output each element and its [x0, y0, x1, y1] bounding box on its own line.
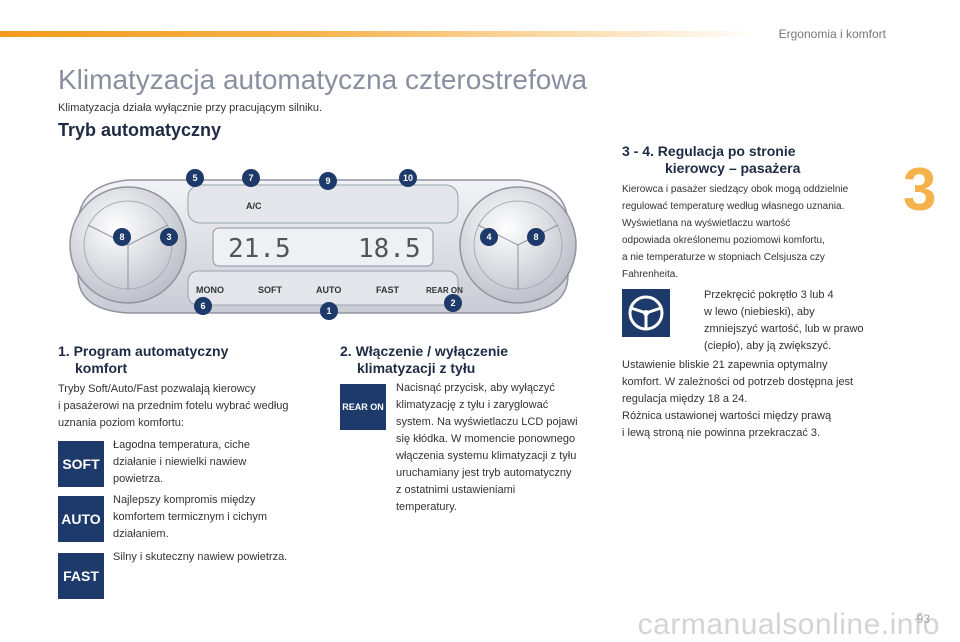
- svg-text:5: 5: [192, 173, 197, 183]
- svg-text:1: 1: [326, 306, 331, 316]
- auto-button-icon: AUTO: [58, 496, 104, 542]
- fast-button-icon: FAST: [58, 553, 104, 599]
- section-label: Ergonomia i komfort: [778, 27, 886, 41]
- panel-btn-ac: A/C: [246, 201, 262, 211]
- chapter-tab-number: 3: [903, 156, 937, 223]
- panel-btn-rear-on: REAR ON: [426, 286, 463, 295]
- page-number: 93: [916, 612, 930, 626]
- callout-9: [319, 172, 337, 190]
- section2-heading: 2. Włączenie / wyłączenie klimatyzacji z…: [340, 343, 509, 376]
- auto-description: Najlepszy kompromis między komfortem ter…: [113, 494, 268, 540]
- rear-on-button-icon: REAR ON: [340, 384, 386, 430]
- svg-text:4: 4: [486, 232, 491, 242]
- section1-text: Tryby Soft/Auto/Fast pozwalają kierowcy …: [58, 383, 289, 429]
- section34-note: Ustawienie bliskie 21 zapewnia optymalny…: [622, 359, 854, 439]
- callout-3: [160, 228, 178, 246]
- callout-4: [480, 228, 498, 246]
- panel-btn-fast: FAST: [376, 285, 400, 295]
- svg-text:8: 8: [533, 232, 538, 242]
- panel-btn-soft: SOFT: [258, 285, 283, 295]
- top-buttons-row: [187, 184, 459, 224]
- callout-5: [186, 169, 204, 187]
- soft-button-icon: SOFT: [58, 441, 104, 487]
- callout-8-right: [527, 228, 545, 246]
- callout-7: [242, 169, 260, 187]
- svg-text:2: 2: [450, 298, 455, 308]
- panel-btn-auto: AUTO: [316, 285, 341, 295]
- soft-description: Łagodna temperatura, ciche działanie i n…: [113, 439, 250, 485]
- lcd-display: [212, 227, 434, 267]
- svg-text:6: 6: [200, 301, 205, 311]
- section1-heading: 1. Program automatyczny komfort: [58, 343, 229, 376]
- callout-10: [399, 169, 417, 187]
- auto-mode-heading: Tryb automatyczny: [58, 120, 222, 140]
- climate-panel-illustration: 21.5 18.5 A/C MONO SOFT AUTO FAST REAR O…: [69, 169, 577, 320]
- section34-text: Kierowca i pasażer siedzący obok mogą od…: [622, 184, 849, 280]
- svg-text:8: 8: [119, 232, 124, 242]
- knob-instructions: Przekręcić pokrętło 3 lub 4 w lewo (nieb…: [704, 289, 864, 352]
- callout-6: [194, 297, 212, 315]
- watermark: carmanualsonline.info: [637, 608, 940, 641]
- right-display-value: 18.5: [358, 234, 421, 264]
- fast-description: Silny i skuteczny nawiew powietrza.: [113, 551, 288, 563]
- svg-text:7: 7: [248, 173, 253, 183]
- intro-text: Klimatyzacja działa wyłącznie przy pracu…: [58, 102, 323, 114]
- left-display-value: 21.5: [228, 234, 291, 264]
- callout-2: [444, 294, 462, 312]
- svg-text:10: 10: [403, 173, 413, 183]
- callout-1: [320, 302, 338, 320]
- page-title: Klimatyzacja automatyczna czterostrefowa: [58, 64, 588, 95]
- steering-knob-icon: [622, 289, 670, 337]
- callout-8-left: [113, 228, 131, 246]
- header-orange-bar: [0, 31, 760, 37]
- svg-text:9: 9: [325, 176, 330, 186]
- panel-btn-mono: MONO: [196, 285, 224, 295]
- section2-text: Nacisnąć przycisk, aby wyłączyć klimatyz…: [396, 382, 578, 513]
- section34-heading: 3 - 4. Regulacja po stronie kierowcy – p…: [622, 143, 801, 176]
- svg-text:3: 3: [166, 232, 171, 242]
